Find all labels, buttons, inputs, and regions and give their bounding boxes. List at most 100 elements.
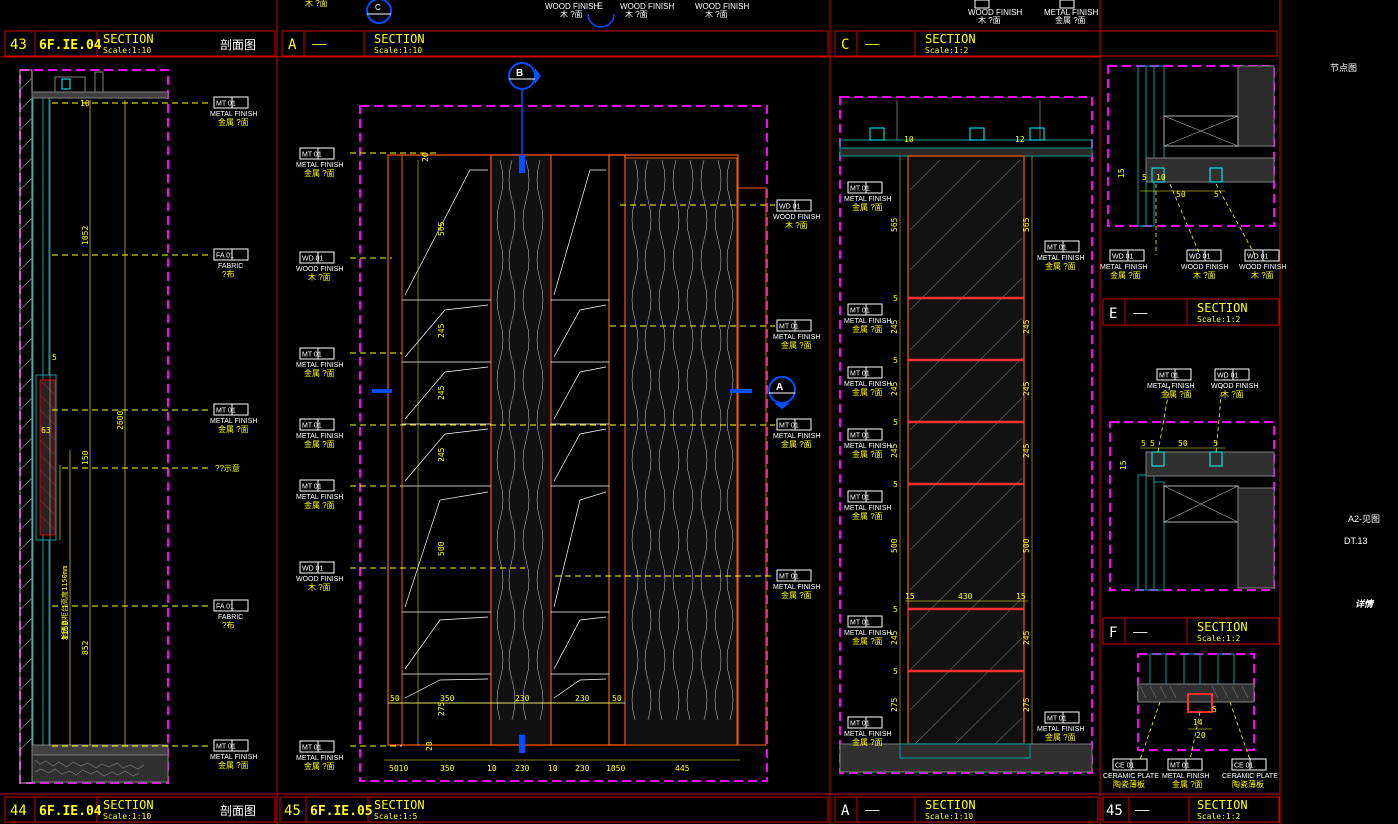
dim-text: 5 — [52, 353, 57, 362]
svg-text:245: 245 — [890, 381, 899, 396]
svg-text:METAL FINISH: METAL FINISH — [296, 755, 343, 762]
svg-text:MT 01: MT 01 — [850, 620, 870, 627]
top-tag-cn: 木 ?面 — [560, 9, 583, 19]
svg-text:MT 01: MT 01 — [1170, 763, 1190, 770]
title-block-c-top: C —— SECTION Scale:1:2 — [834, 30, 1278, 57]
svg-text:20: 20 — [425, 741, 434, 751]
svg-text:MT 01: MT 01 — [850, 433, 870, 440]
svg-text:WOOD FINISH: WOOD FINISH — [1239, 264, 1286, 271]
title-block-e: E —— SECTION Scale:1:2 — [1102, 298, 1280, 326]
title-block-43: 43 6F.IE.04 SECTION Scale:1:10 剖面图 — [4, 30, 276, 57]
svg-text:METAL FINISH: METAL FINISH — [296, 494, 343, 501]
svg-text:WOOD FINISH: WOOD FINISH — [1211, 383, 1258, 390]
top-tag-cn: 木 ?面 — [305, 0, 328, 8]
title-text: SECTION — [1197, 620, 1248, 634]
svg-text:15: 15 — [1016, 592, 1026, 601]
svg-text:500: 500 — [437, 541, 446, 556]
svg-text:500: 500 — [890, 538, 899, 553]
svg-text:5: 5 — [1141, 439, 1146, 448]
dim-text: 1052 — [81, 226, 90, 245]
dims-45-top: 50 350 230 230 50 — [390, 694, 622, 703]
svg-text:MT 01: MT 01 — [302, 423, 322, 430]
marker-letter: B — [516, 68, 523, 79]
dim-text: 10 — [80, 99, 90, 108]
title-code: —— — [865, 37, 880, 51]
svg-text:275: 275 — [1022, 697, 1031, 712]
svg-text:金属 ?面: 金属 ?面 — [304, 761, 335, 771]
svg-text:50: 50 — [1176, 190, 1186, 199]
title-text: SECTION — [374, 798, 425, 812]
title-num: F — [1109, 625, 1117, 641]
svg-text:METAL FINISH: METAL FINISH — [1162, 773, 1209, 780]
svg-text:金属 ?面: 金属 ?面 — [304, 500, 335, 510]
tag-cn: 金属 ?面 — [218, 117, 249, 127]
title-text: SECTION — [103, 798, 154, 812]
svg-text:245: 245 — [437, 323, 446, 338]
svg-text:CERAMIC PLATE: CERAMIC PLATE — [1103, 773, 1159, 780]
svg-text:245: 245 — [890, 630, 899, 645]
svg-text:50: 50 — [612, 694, 622, 703]
title-code: 6F.IE.04 — [39, 804, 102, 819]
svg-text:5: 5 — [1142, 173, 1147, 182]
title-code: —— — [865, 803, 880, 817]
title-num: A — [841, 803, 850, 819]
dims-e: 15 5 10 50 5 — [1117, 168, 1219, 199]
svg-text:木 ?面: 木 ?面 — [1193, 270, 1216, 280]
svg-text:MT 01: MT 01 — [779, 423, 799, 430]
dim-text: 63 — [41, 426, 51, 435]
tag-cn: ?布 — [222, 620, 234, 630]
dim-text: 1150 — [61, 621, 70, 640]
svg-text:10: 10 — [487, 764, 497, 773]
dim-note: 地面到柜台高度1150mm — [60, 566, 69, 640]
svg-text:METAL FINISH: METAL FINISH — [1100, 264, 1147, 271]
svg-text:金属 ?面: 金属 ?面 — [1045, 732, 1076, 742]
title-code: 6F.IE.05 — [310, 804, 373, 819]
svg-text:金属 ?面: 金属 ?面 — [781, 340, 812, 350]
title-text: SECTION — [1197, 798, 1248, 812]
svg-text:350: 350 — [440, 694, 455, 703]
title-code: —— — [1135, 803, 1150, 817]
svg-text:WOOD FINISH: WOOD FINISH — [1181, 264, 1228, 271]
svg-text:CERAMIC PLATE: CERAMIC PLATE — [1222, 773, 1278, 780]
svg-text:WD 01: WD 01 — [1247, 254, 1269, 261]
title-num: 43 — [10, 37, 27, 53]
svg-text:5: 5 — [1213, 439, 1218, 448]
svg-text:WD 01: WD 01 — [302, 256, 324, 263]
section-45-elevation: 20 565 245 245 245 500 275 20 50 350 230… — [350, 90, 775, 782]
svg-text:20: 20 — [1196, 731, 1206, 740]
title-scale: Scale:1:10 — [103, 46, 151, 55]
svg-text:5010: 5010 — [389, 764, 408, 773]
svg-text:METAL FINISH: METAL FINISH — [844, 318, 891, 325]
svg-text:1050: 1050 — [606, 764, 625, 773]
svg-text:15: 15 — [1117, 168, 1126, 178]
svg-text:METAL FINISH: METAL FINISH — [773, 334, 820, 341]
svg-text:10: 10 — [1156, 173, 1166, 182]
svg-text:MT 01: MT 01 — [1047, 245, 1067, 252]
svg-text:WD 01: WD 01 — [1189, 254, 1211, 261]
title-extra: 剖面图 — [220, 804, 256, 818]
svg-text:430: 430 — [958, 592, 973, 601]
svg-text:245: 245 — [1022, 381, 1031, 396]
title-scale: Scale:1:2 — [925, 46, 969, 55]
title-num: E — [1109, 306, 1117, 322]
dt-note: DT.13 — [1344, 536, 1368, 546]
svg-text:445: 445 — [675, 764, 690, 773]
svg-text:500: 500 — [1022, 538, 1031, 553]
title-scale: Scale:1:2 — [1197, 634, 1241, 643]
svg-text:METAL FINISH: METAL FINISH — [296, 362, 343, 369]
title-code: —— — [1133, 306, 1148, 320]
title-text: SECTION — [374, 32, 425, 46]
title-text: SECTION — [925, 32, 976, 46]
top-tag-cn: 金属 ?面 — [1055, 15, 1086, 25]
svg-text:230: 230 — [515, 694, 530, 703]
material-tag: MT 01 METAL FINISH 金属 ?面 — [210, 403, 257, 434]
detail-e-drawing: 15 5 10 50 5 — [1107, 65, 1275, 256]
leaders-45 — [350, 152, 775, 747]
svg-text:5: 5 — [1212, 705, 1217, 714]
svg-text:WD 01: WD 01 — [1112, 254, 1134, 261]
detail-45-drawing: 14 20 5 — [1137, 653, 1255, 761]
svg-text:5: 5 — [893, 480, 898, 489]
svg-text:METAL FINISH: METAL FINISH — [1147, 383, 1194, 390]
